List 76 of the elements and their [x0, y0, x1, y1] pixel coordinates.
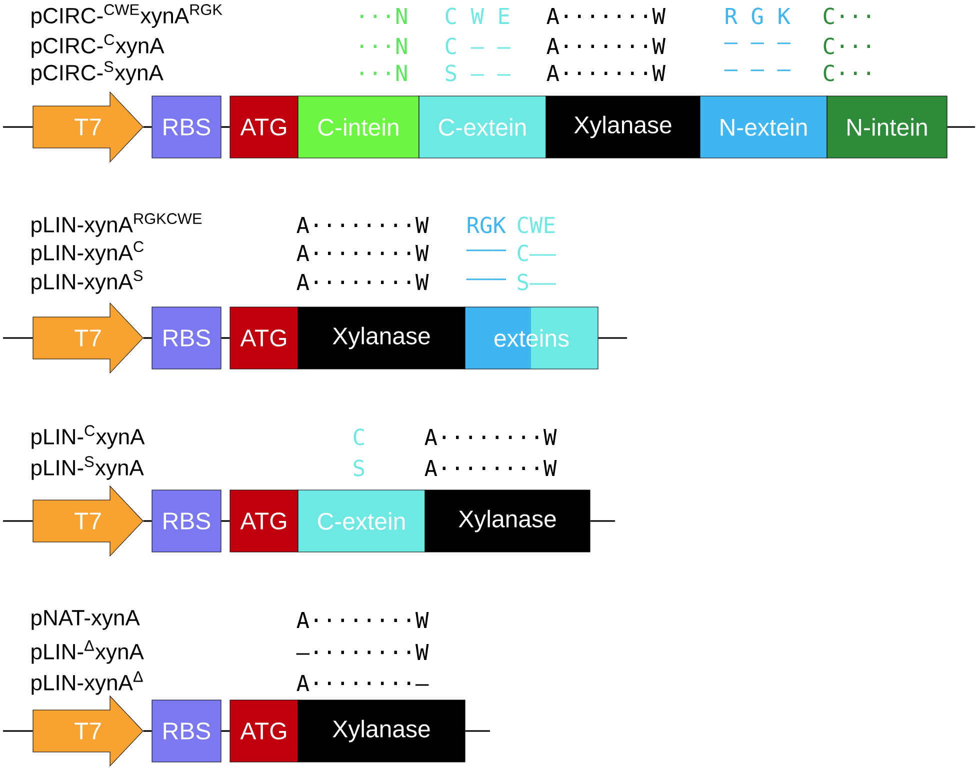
gene-segment-box: N-intein — [826, 96, 948, 158]
sequence-text: ––– — [466, 250, 506, 252]
sequence-text: C··· — [824, 64, 870, 82]
sequence-text: – – – — [724, 42, 790, 44]
construct-name: pCIRC-$^{S}$xynA — [32, 61, 164, 85]
sequence-text: A·······W — [546, 64, 666, 82]
sequence-text: A········W — [296, 274, 429, 290]
sequence-text: C–– — [518, 244, 556, 262]
sequence-text: A········W — [424, 428, 557, 446]
sequence-text: ···N — [360, 64, 407, 82]
gene-segment-box: exteins — [464, 306, 598, 370]
backbone-line — [221, 126, 230, 128]
sequence-text: C··· — [824, 8, 870, 24]
construct-name: pLIN-$^{Δ}$xynA — [32, 640, 144, 664]
backbone-line — [143, 337, 152, 339]
backbone-line — [221, 520, 230, 522]
gene-segment-box: C-extein — [298, 490, 426, 552]
backbone-line — [3, 337, 33, 339]
backbone-line — [590, 520, 615, 522]
backbone-line — [3, 730, 33, 732]
construct-name: pLIN-xynA$^{Δ}$ — [32, 671, 143, 695]
sequence-text: S – – — [446, 64, 510, 82]
backbone-line — [221, 337, 230, 339]
sequence-text: S — [354, 460, 364, 476]
sequence-text: A·······W — [546, 38, 666, 54]
gene-segment-box: Xylanase — [298, 700, 466, 762]
sequence-text: ––– — [466, 278, 506, 280]
sequence-text: ···N — [360, 38, 407, 54]
sequence-text: RGK — [468, 216, 506, 234]
backbone-line — [465, 730, 490, 732]
construct-name: pLIN-$^{S}$xynA — [32, 456, 144, 480]
backbone-line — [143, 126, 152, 128]
sequence-text: A········W — [296, 612, 429, 628]
gene-segment-box: ATG — [230, 306, 298, 370]
gene-segment-box: ATG — [230, 96, 298, 158]
gene-segment-box: N-extein — [700, 96, 828, 158]
sequence-text: A········– — [296, 675, 429, 692]
backbone-line — [3, 126, 33, 128]
gene-segment-box: Xylanase — [424, 490, 590, 552]
gene-segment-box: RBS — [152, 490, 222, 552]
gene-segment-box: C-intein — [298, 96, 420, 158]
sequence-text: – – – — [724, 70, 790, 72]
construct-name: pLIN-xynA$^{S}$ — [32, 270, 143, 294]
sequence-text: R G K — [726, 8, 790, 24]
gene-segment-box: RBS — [152, 306, 222, 370]
construct-name: pLIN-$^{C}$xynA — [32, 425, 145, 449]
gene-segment-box: RBS — [152, 700, 222, 762]
gene-segment-box: Xylanase — [298, 306, 466, 370]
sequence-text: C — [354, 428, 364, 446]
sequence-text: S–– — [518, 274, 556, 290]
sequence-text: C W E — [446, 8, 510, 24]
sequence-text: –········W — [296, 644, 429, 660]
backbone-line — [598, 337, 628, 339]
backbone-line — [3, 520, 33, 522]
backbone-line — [143, 730, 152, 732]
gene-segment-box: ATG — [230, 490, 298, 552]
sequence-text: C – – — [446, 38, 510, 54]
sequence-text: ···N — [360, 8, 407, 24]
construct-name: pCIRC-$^{CWE}$xynA$^{RGK}$ — [32, 4, 222, 28]
sequence-text: A·······W — [546, 8, 666, 24]
construct-name: pCIRC-$^{C}$xynA — [32, 34, 164, 58]
backbone-line — [143, 520, 152, 522]
gene-segment-box: RBS — [152, 96, 222, 158]
backbone-line — [947, 126, 976, 128]
gene-segment-box: Xylanase — [546, 96, 700, 158]
sequence-text: A········W — [296, 244, 429, 262]
backbone-line — [221, 730, 230, 732]
sequence-text: CWE — [518, 216, 555, 234]
gene-segment-box: ATG — [230, 700, 298, 762]
sequence-text: C··· — [824, 38, 870, 54]
sequence-text: A········W — [424, 460, 557, 476]
construct-name: pNAT-xynA — [32, 610, 140, 630]
construct-name: pLIN-xynA$^{C}$ — [32, 241, 144, 265]
sequence-text: A········W — [296, 216, 429, 234]
construct-name: pLIN-xynA$^{RGKCWE}$ — [32, 213, 202, 237]
gene-segment-box: C-extein — [418, 96, 546, 158]
